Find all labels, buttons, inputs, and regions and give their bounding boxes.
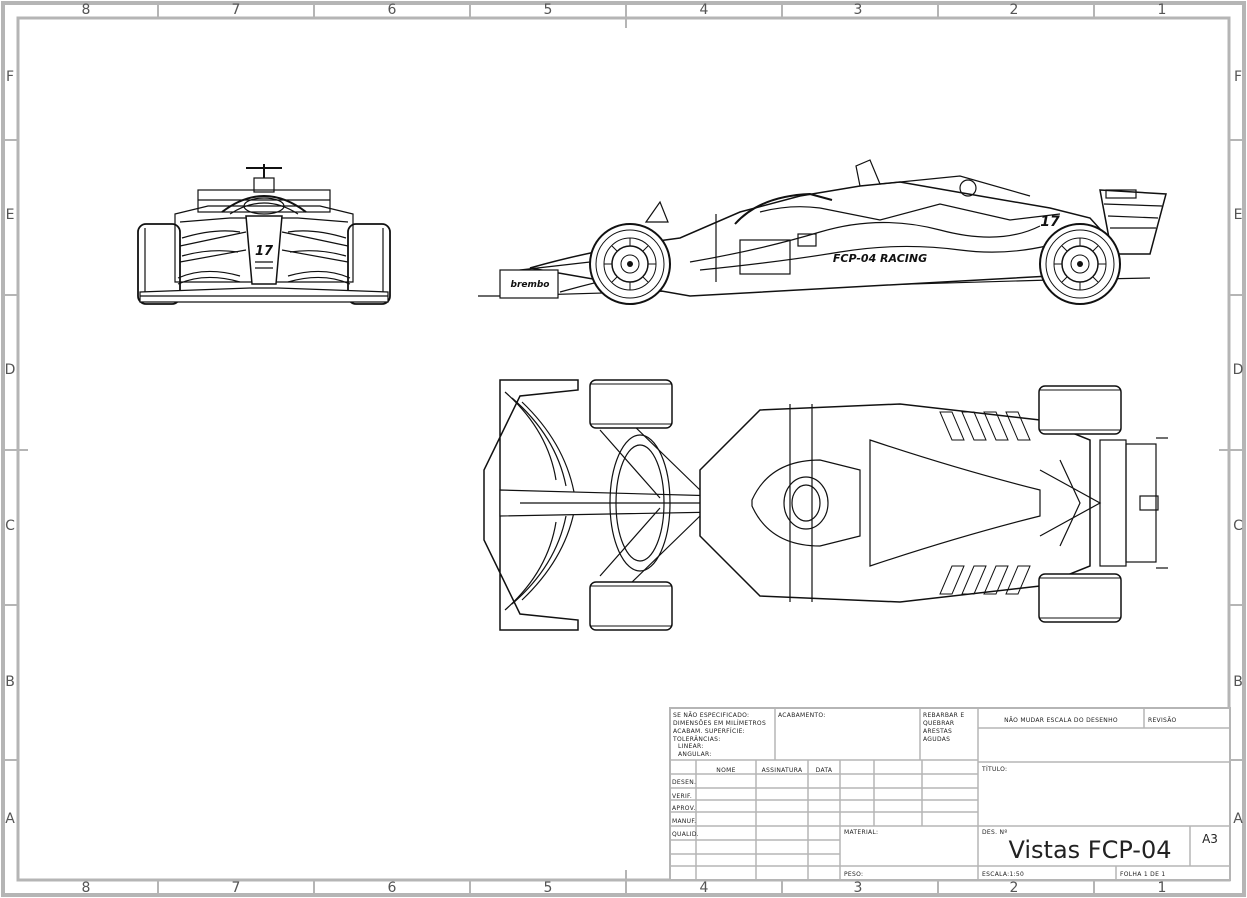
row-label: D [5, 362, 16, 378]
row-label: A [5, 811, 15, 827]
col-label: 3 [854, 880, 863, 896]
row-labels-right: F E D C B A [1233, 69, 1244, 827]
top-rear-left-tyre [1038, 385, 1122, 435]
sheet-count: FOLHA 1 DE 1 [1120, 871, 1166, 878]
deburr-note-3: ARESTAS [923, 728, 952, 735]
row-label: C [1233, 518, 1243, 534]
side-rear-wheel [1039, 223, 1121, 305]
col-label: 3 [854, 2, 863, 18]
column-labels-bottom: 8 7 6 5 4 3 2 1 [82, 880, 1167, 896]
col-label: 1 [1158, 2, 1167, 18]
general-note-4: TOLERÂNCIAS: [672, 736, 721, 743]
revision-label: REVISÃO [1148, 717, 1177, 724]
col-header-name: NOME [716, 767, 735, 774]
title-block: SE NÃO ESPECIFICADO: DIMENSÕES EM MILÍME… [669, 707, 1231, 881]
col-label: 6 [388, 2, 397, 18]
col-label: 8 [82, 880, 91, 896]
row-label: E [1234, 207, 1243, 223]
material-label: MATERIAL: [844, 829, 878, 836]
col-label: 7 [232, 880, 241, 896]
role-drawn: DESEN. [672, 779, 696, 786]
row-label: B [5, 674, 15, 690]
weight-label: PESO: [844, 871, 863, 878]
general-note-5: LINEAR: [678, 743, 704, 750]
col-label: 4 [700, 880, 709, 896]
row-label: E [6, 207, 15, 223]
scale-note: NÃO MUDAR ESCALA DO DESENHO [1004, 717, 1118, 724]
row-label: D [1233, 362, 1244, 378]
row-label: F [1234, 69, 1242, 85]
column-labels-top: 8 7 6 5 4 3 2 1 [82, 2, 1167, 18]
top-rear-right-tyre [1038, 573, 1122, 623]
finish-label: ACABAMENTO: [778, 712, 826, 719]
title-label: TÍTULO: [981, 766, 1007, 773]
row-label: A [1233, 811, 1243, 827]
col-label: 2 [1010, 2, 1019, 18]
col-label: 1 [1158, 880, 1167, 896]
general-note-3: ACABAM. SUPERFÍCIE: [673, 728, 745, 735]
row-label: C [5, 518, 15, 534]
col-label: 6 [388, 880, 397, 896]
row-label: F [6, 69, 14, 85]
role-manufacturing: MANUF. [672, 818, 696, 825]
general-note-1: SE NÃO ESPECIFICADO: [673, 712, 749, 719]
car-number-front: 17 [255, 244, 274, 259]
col-label: 8 [82, 2, 91, 18]
car-number-side: 17 [1040, 214, 1060, 230]
team-livery-side: FCP-04 RACING [833, 252, 927, 265]
role-approved: APROV. [672, 805, 696, 812]
general-note-6: ANGULAR: [678, 751, 712, 758]
deburr-note-1: REBARBAR E [923, 712, 964, 719]
row-labels-left: F E D C B A [5, 69, 16, 827]
col-label: 7 [232, 2, 241, 18]
front-view [137, 164, 391, 305]
top-front-left-tyre [589, 379, 673, 429]
col-header-signature: ASSINATURA [762, 767, 803, 774]
role-quality: QUALID. [672, 831, 699, 838]
col-label: 5 [544, 880, 553, 896]
deburr-note-4: AGUDAS [923, 736, 950, 743]
role-checked: VERIF. [672, 793, 692, 800]
col-label: 2 [1010, 880, 1019, 896]
general-note-2: DIMENSÕES EM MILÍMETROS [673, 720, 766, 727]
scale-label: ESCALA:1:50 [982, 871, 1024, 878]
col-label: 5 [544, 2, 553, 18]
top-front-right-tyre [589, 581, 673, 631]
row-label: B [1233, 674, 1243, 690]
deburr-note-2: QUEBRAR [923, 720, 954, 727]
side-front-wheel [589, 223, 671, 305]
col-label: 4 [700, 2, 709, 18]
side-view [478, 159, 1167, 299]
sponsor-front-wing: brembo [511, 280, 550, 290]
top-view [483, 379, 1168, 631]
drawing-number-label: DES. Nº [982, 829, 1007, 836]
sheet-size: A3 [1202, 832, 1218, 846]
col-header-date: DATA [816, 767, 833, 774]
drawing-title: Vistas FCP-04 [1008, 836, 1171, 864]
